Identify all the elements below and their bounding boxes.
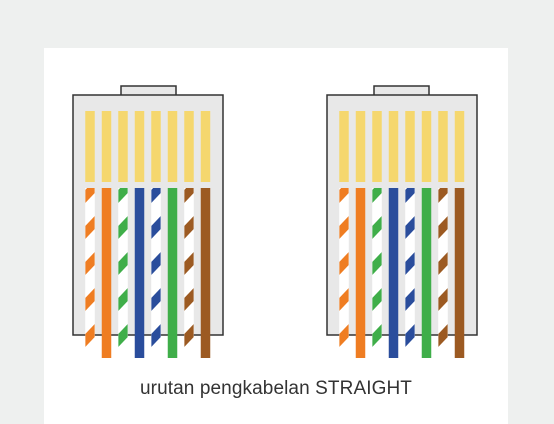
contact-pin [438,111,448,182]
contact-pin [372,111,382,182]
diagram-caption: urutan pengkabelan STRAIGHT [139,378,412,399]
contact-pin [167,111,178,182]
contact-pin [151,111,161,182]
wire-brown-white-striped [184,188,194,358]
wire-brown-white-striped [438,188,448,358]
contact-pin [388,111,399,182]
contact-pin [101,111,112,182]
contact-pin [421,111,432,182]
contact-pin [118,111,128,182]
wire-brown-solid [200,188,211,358]
wire-blue-solid [388,188,399,358]
contact-pin [339,111,349,182]
contact-pin [184,111,194,182]
wire-orange-white-striped [339,188,349,358]
contact-pin [405,111,415,182]
wire-blue-white-striped [405,188,415,358]
wire-green-white-striped [372,188,382,358]
contact-pin [355,111,366,182]
contact-pin [85,111,95,182]
connector-housing [72,94,224,336]
wire-green-solid [421,188,432,358]
contact-pin [134,111,145,182]
wire-orange-solid [101,188,112,358]
wire-blue-solid [134,188,145,358]
wire-brown-solid [454,188,465,358]
wire-green-white-striped [118,188,128,358]
wire-orange-solid [355,188,366,358]
contact-pin [454,111,465,182]
contact-pin [200,111,211,182]
wire-green-solid [167,188,178,358]
connector-right [326,85,478,358]
connector-left [72,85,224,358]
wire-orange-white-striped [85,188,95,358]
wire-blue-white-striped [151,188,161,358]
connector-housing [326,94,478,336]
